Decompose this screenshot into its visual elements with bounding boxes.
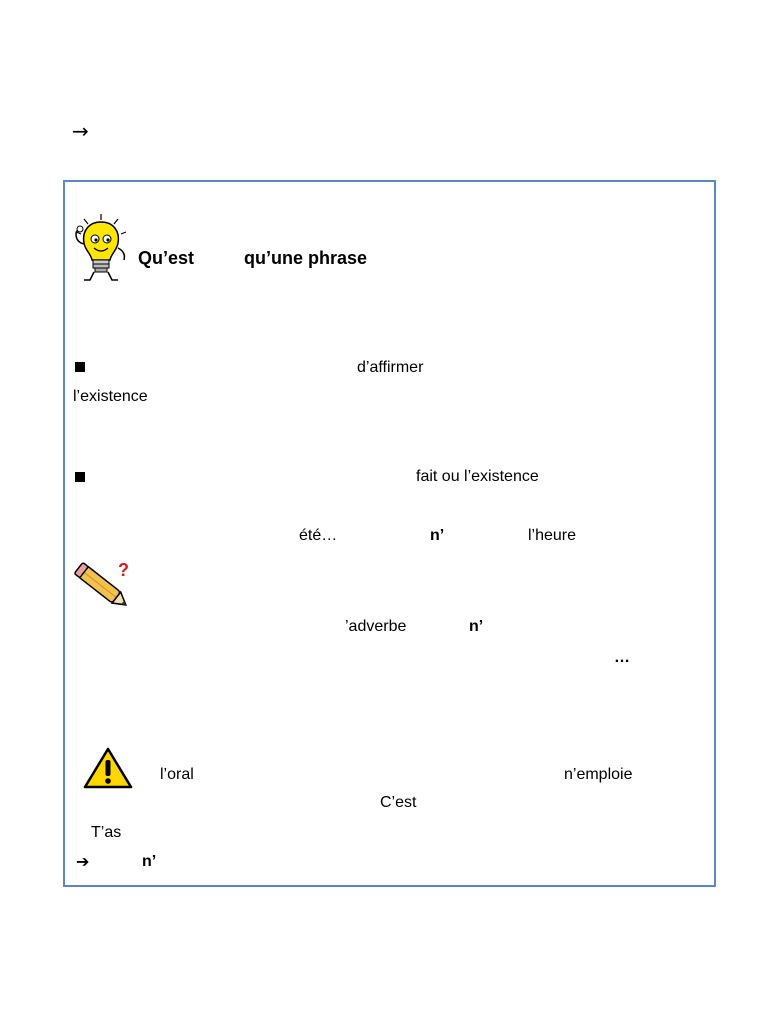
text-fait-existence: fait ou l’existence <box>416 468 539 485</box>
text-adverbe: ’adverbe <box>345 618 407 635</box>
text-cest: C’est <box>380 794 417 811</box>
text-n-bold-warning: n’ <box>142 853 157 870</box>
pencil-question-icon: ? <box>74 560 129 606</box>
text-ellipsis: … <box>614 649 630 666</box>
bullet-square <box>75 362 85 372</box>
right-arrow-icon: ➔ <box>76 852 90 871</box>
text-ete: été… <box>299 527 338 544</box>
text-affirmer: d’affirmer <box>357 359 424 376</box>
text-existence: l’existence <box>73 388 148 405</box>
svg-text:?: ? <box>118 560 129 580</box>
lightbulb-character-icon <box>75 214 127 281</box>
text-n-bold-note: n’ <box>469 618 484 635</box>
intro-arrow: → <box>72 119 89 143</box>
text-nemploie: n’emploie <box>564 766 633 783</box>
heading-part-2: qu’une phrase <box>244 248 368 268</box>
text-oral: l’oral <box>160 766 194 783</box>
text-tas: T’as <box>91 824 122 841</box>
text-heure: l’heure <box>528 527 577 544</box>
heading-part-1: Qu’est <box>138 248 195 268</box>
text-n-bold: n’ <box>430 527 445 544</box>
lesson-frame <box>63 180 716 887</box>
bullet-square <box>75 472 85 482</box>
warning-icon <box>83 747 133 789</box>
